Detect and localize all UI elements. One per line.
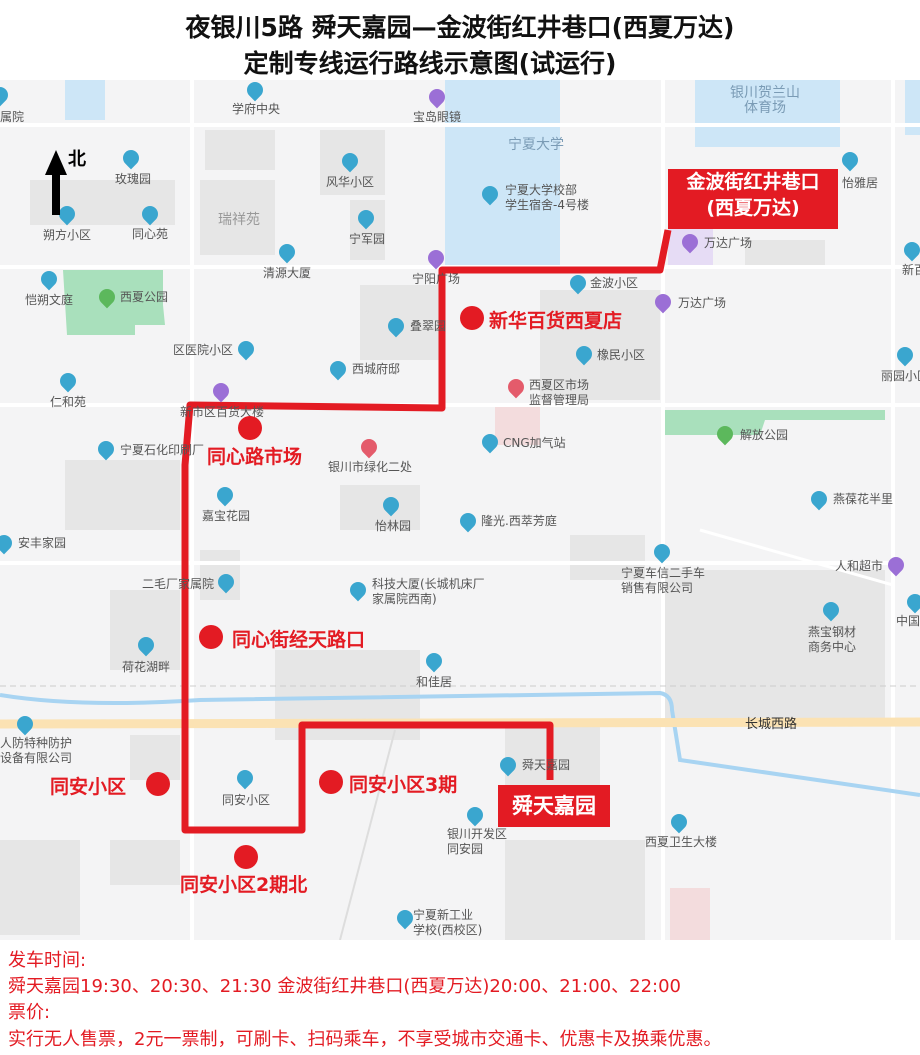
poi-label[interactable]: CNG加气站	[503, 436, 566, 450]
poi-label[interactable]: 宁阳广场	[412, 272, 461, 286]
stadium-area	[695, 80, 840, 147]
poi-label[interactable]: 燕葆花半里	[833, 492, 894, 506]
poi-label[interactable]: 西城府邸	[352, 362, 401, 376]
poi-label[interactable]: 燕宝钢材 商务中心	[808, 625, 857, 654]
stop-label: 同安小区	[50, 776, 127, 798]
poi-label[interactable]: 人防特种防护 设备有限公司	[0, 736, 73, 765]
route-line	[181, 229, 672, 834]
stop-dot[interactable]	[460, 306, 484, 330]
label-ruixiangyuan: 瑞祥苑	[218, 212, 260, 228]
poi-label[interactable]: 西夏区市场 监督管理局	[529, 378, 590, 407]
poi-label[interactable]: 宁夏车信二手车 销售有限公司	[621, 566, 706, 595]
xixia-park-area	[63, 270, 165, 335]
poi-label[interactable]: 解放公园	[740, 428, 789, 442]
poi-label[interactable]: 玫瑰园	[115, 172, 152, 186]
poi-label[interactable]: 新百	[902, 263, 920, 277]
north-label: 北	[68, 149, 86, 170]
poi-label[interactable]: 朔方小区	[43, 228, 92, 242]
road-label: 长城西路	[745, 717, 798, 732]
water-area	[65, 80, 105, 120]
poi-label[interactable]: 丽园小区	[881, 369, 920, 383]
poi-label[interactable]: 学府中央	[232, 102, 281, 116]
poi-label[interactable]: 橡民小区	[597, 348, 646, 362]
poi-label[interactable]: 属院	[0, 110, 25, 124]
poi-label[interactable]: 荷花湖畔	[122, 660, 171, 674]
poi-label[interactable]: 同心苑	[132, 227, 169, 241]
poi-label[interactable]: 仁和苑	[50, 395, 87, 409]
poi-label[interactable]: 银川市绿化二处	[328, 460, 413, 474]
terminal-north[interactable]: 金波街红井巷口 (西夏万达)	[668, 169, 838, 229]
poi-label[interactable]: 新市区百货大楼	[180, 405, 265, 419]
poi-label[interactable]: 怡林园	[375, 519, 412, 533]
poi-label[interactable]: 怡雅居	[842, 176, 879, 190]
title-line-1: 夜银川5路 舜天嘉园—金波街红井巷口(西夏万达)	[185, 13, 735, 42]
terminal-south[interactable]: 舜天嘉园	[498, 785, 610, 827]
poi-label[interactable]: 万达广场	[704, 236, 753, 250]
stop-label: 同心路市场	[207, 446, 303, 468]
stop-dot[interactable]	[146, 772, 170, 796]
poi-label[interactable]: 风华小区	[326, 175, 375, 189]
title-line-2: 定制专线运行路线示意图(试运行)	[243, 49, 617, 78]
label-stadium: 银川贺兰山 体育场	[730, 85, 800, 116]
poi-label[interactable]: 嘉宝花园	[202, 509, 251, 523]
poi-label[interactable]: 清源大厦	[263, 266, 312, 280]
stop-label: 同安小区2期北	[180, 874, 308, 896]
poi-label[interactable]: 金波小区	[590, 276, 639, 290]
schedule-heading: 发车时间:	[8, 950, 87, 971]
poi-label[interactable]: 宝岛眼镜	[413, 110, 462, 124]
stop-label: 同安小区3期	[349, 774, 458, 796]
poi-label[interactable]: 恺朔文庭	[25, 293, 74, 307]
stop-dot[interactable]	[238, 416, 262, 440]
poi-label[interactable]: 西夏卫生大楼	[645, 835, 718, 849]
poi-label[interactable]: 中国	[896, 614, 920, 628]
north-arrow-icon	[45, 150, 67, 215]
poi-label[interactable]: 安丰家园	[18, 536, 67, 550]
poi-label[interactable]: 宁夏大学校部 学生宿舍-4号楼	[505, 183, 589, 212]
stop-label: 同心街经天路口	[232, 629, 366, 651]
poi-label[interactable]: 和佳居	[416, 675, 453, 689]
fare-text: 实行无人售票，2元一票制，可刷卡、扫码乘车，不享受城市交通卡、优惠卡及换乘优惠。	[8, 1029, 722, 1050]
stop-dot[interactable]	[319, 770, 343, 794]
poi-label[interactable]: 舜天嘉园	[522, 758, 571, 772]
poi-label[interactable]: 西夏公园	[120, 290, 169, 304]
stop-dot[interactable]	[234, 845, 258, 869]
poi-label[interactable]: 宁军园	[349, 232, 386, 246]
stop-label: 新华百货西夏店	[489, 310, 623, 332]
poi-label[interactable]: 同安小区	[222, 793, 271, 807]
poi-label[interactable]: 叠翠园	[410, 319, 447, 333]
fare-heading: 票价:	[8, 1002, 51, 1023]
poi-label[interactable]: 科技大厦(长城机床厂 家属院西南)	[372, 577, 485, 606]
poi-label[interactable]: 宁夏新工业 学校(西校区)	[413, 908, 483, 937]
poi-label[interactable]: 万达广场	[678, 296, 727, 310]
poi-label[interactable]: 宁夏石化印刷厂	[120, 443, 205, 457]
route-map[interactable]: 宁夏大学 银川贺兰山 体育场 瑞祥苑 长城西路 学府中央宝岛眼镜 属院玫瑰园朔方小…	[0, 80, 920, 940]
schedule-times: 舜天嘉园19:30、20:30、21:30 金波街红井巷口(西夏万达)20:00…	[8, 976, 682, 997]
poi-label[interactable]: 二毛厂家属院	[142, 577, 215, 591]
poi-label[interactable]: 隆光.西萃芳庭	[481, 514, 557, 528]
label-ningxia-university: 宁夏大学	[508, 137, 564, 153]
poi-label[interactable]: 银川开发区 同安园	[447, 827, 508, 856]
poi-label[interactable]: 区医院小区	[173, 343, 234, 357]
stop-dot[interactable]	[199, 625, 223, 649]
poi-label[interactable]: 人和超市	[835, 559, 884, 573]
